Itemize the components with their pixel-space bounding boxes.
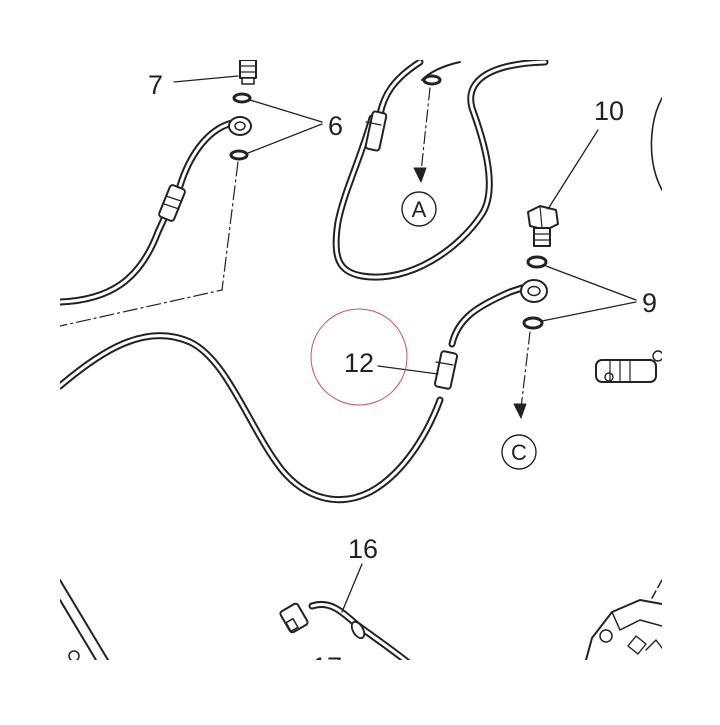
leader-6a	[249, 99, 323, 123]
leader-16	[341, 563, 363, 613]
brake-hose-12	[60, 284, 526, 504]
callout-9: 9	[642, 288, 657, 318]
leader-6b	[247, 123, 323, 154]
sealing-washer-9-upper	[526, 255, 548, 269]
hose-ferrule	[158, 184, 186, 222]
sealing-washer-upper-middle	[422, 74, 442, 86]
arrow-to-c	[513, 403, 527, 419]
right-edge-outline	[650, 97, 662, 191]
hose-ferrule-upper-middle	[364, 110, 388, 152]
connector-a-label: A	[412, 197, 427, 222]
hose-16-clip	[350, 620, 366, 640]
leader-9b	[541, 301, 637, 322]
connector-a: A	[401, 191, 437, 227]
arrow-to-a	[413, 167, 427, 183]
callout-7: 7	[148, 70, 163, 100]
leader-lines	[173, 75, 637, 613]
sealing-washer-9-lower	[522, 316, 544, 330]
hose-ferrule-12	[433, 350, 459, 390]
brake-hose-16	[279, 601, 411, 660]
highlight-ring-12	[310, 308, 408, 406]
brake-caliper-lower-right	[585, 579, 662, 660]
sealing-washer-6-upper	[232, 92, 252, 104]
banjo-bolt-7	[239, 60, 257, 85]
callout-17: 17	[312, 652, 342, 682]
leader-9a	[545, 265, 637, 301]
leader-12	[377, 365, 439, 375]
banjo-fitting-right	[520, 279, 548, 303]
connector-c: C	[501, 434, 537, 470]
callout-6: 6	[328, 111, 343, 141]
assembly-line-c	[520, 331, 531, 409]
banjo-fitting-upper-left	[228, 116, 252, 136]
right-edge-component	[595, 350, 662, 383]
upper-left-hose	[60, 119, 236, 306]
callout-16: 16	[348, 534, 378, 564]
callout-10: 10	[594, 96, 624, 126]
lower-left-panel	[60, 579, 109, 660]
sealing-washer-6-lower	[229, 149, 249, 161]
assembly-line-upper-left	[60, 161, 239, 327]
callout-12: 12	[344, 348, 374, 378]
leader-10	[547, 129, 599, 210]
leader-7	[173, 75, 239, 83]
assembly-line-a	[420, 87, 431, 173]
upper-middle-hose	[332, 60, 549, 281]
connector-c-label: C	[511, 440, 527, 465]
banjo-bolt-10	[527, 205, 559, 247]
